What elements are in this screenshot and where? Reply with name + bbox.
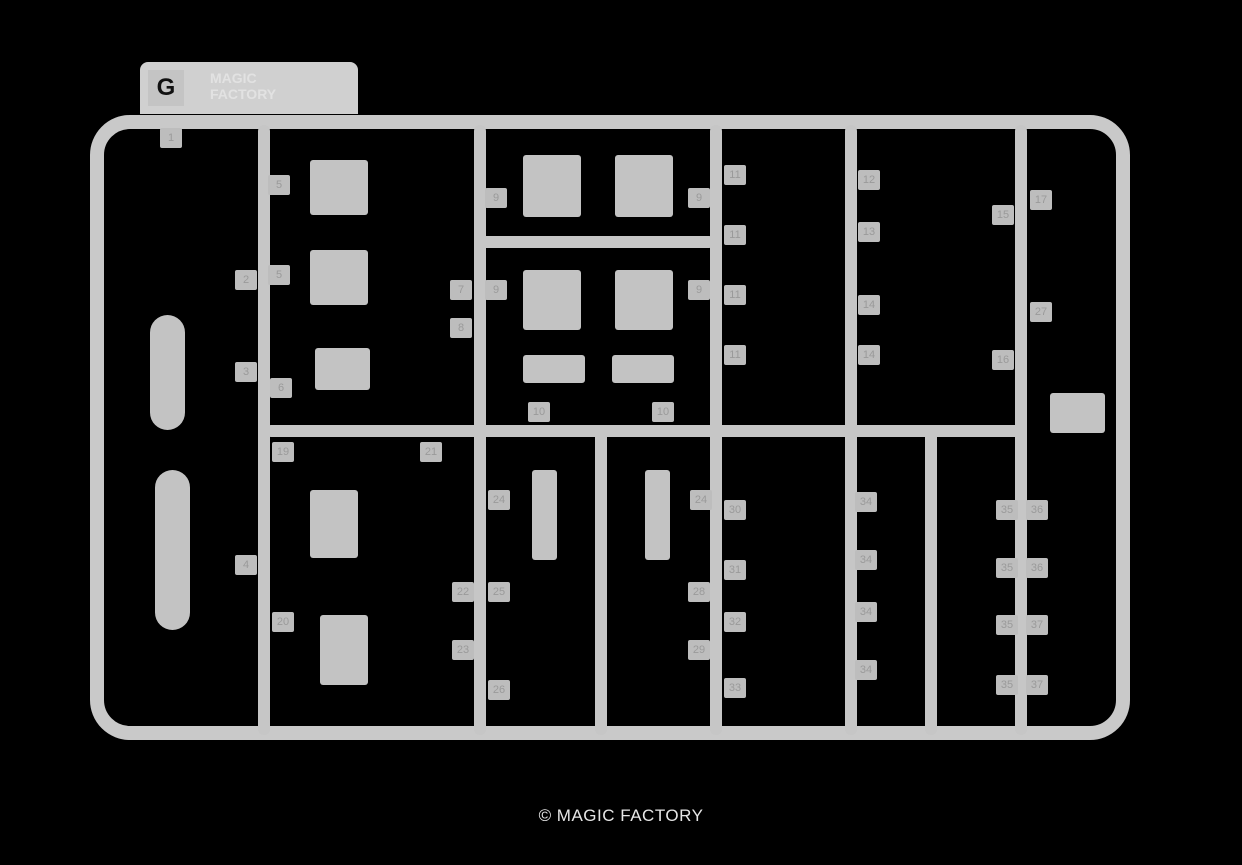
part: [310, 490, 358, 558]
sprue-frame: [90, 115, 1130, 740]
part-number: 34: [855, 660, 877, 680]
part-number: 9: [485, 280, 507, 300]
part-number: 9: [688, 188, 710, 208]
part-number: 25: [488, 582, 510, 602]
part: [612, 355, 674, 383]
part-number: 34: [855, 550, 877, 570]
part-number: 2: [235, 270, 257, 290]
part-number: 11: [724, 225, 746, 245]
part-number: 13: [858, 222, 880, 242]
part-number: 14: [858, 345, 880, 365]
part-number: 35: [996, 615, 1018, 635]
part-number: 34: [855, 492, 877, 512]
part-number: 11: [724, 345, 746, 365]
sprue-tab: G MAGIC FACTORY: [140, 62, 358, 114]
part-number: 10: [652, 402, 674, 422]
part-number: 22: [452, 582, 474, 602]
part-number: 11: [724, 285, 746, 305]
part: [315, 348, 370, 390]
part: [615, 155, 673, 217]
part-number: 37: [1026, 675, 1048, 695]
part: [523, 355, 585, 383]
part-number: 30: [724, 500, 746, 520]
part-number: 27: [1030, 302, 1052, 322]
part-number: 14: [858, 295, 880, 315]
part-number: 32: [724, 612, 746, 632]
part: [615, 270, 673, 330]
runner: [265, 425, 1025, 437]
part: [523, 155, 581, 217]
part-number: 26: [488, 680, 510, 700]
brand-logo: MAGIC FACTORY: [210, 70, 276, 102]
part-number: 34: [855, 602, 877, 622]
part-number: 37: [1026, 615, 1048, 635]
part-number: 12: [858, 170, 880, 190]
sprue-letter: G: [148, 70, 184, 106]
runner: [925, 430, 937, 735]
part: [155, 470, 190, 630]
runner: [258, 125, 270, 735]
part: [645, 470, 670, 560]
part-number: 33: [724, 678, 746, 698]
part-number: 35: [996, 558, 1018, 578]
part-number: 4: [235, 555, 257, 575]
part: [320, 615, 368, 685]
part-number: 31: [724, 560, 746, 580]
part-number: 9: [485, 188, 507, 208]
part-number: 36: [1026, 500, 1048, 520]
part: [310, 250, 368, 305]
part: [523, 270, 581, 330]
part-number: 8: [450, 318, 472, 338]
part-number: 10: [528, 402, 550, 422]
part-number: 1: [160, 128, 182, 148]
part-number: 35: [996, 675, 1018, 695]
part-number: 5: [268, 175, 290, 195]
part-number: 23: [452, 640, 474, 660]
runner: [595, 430, 607, 735]
part-number: 6: [270, 378, 292, 398]
part-number: 36: [1026, 558, 1048, 578]
part-number: 11: [724, 165, 746, 185]
copyright-text: © MAGIC FACTORY: [538, 806, 704, 825]
part-number: 16: [992, 350, 1014, 370]
part-number: 19: [272, 442, 294, 462]
part-number: 24: [690, 490, 712, 510]
part-number: 9: [688, 280, 710, 300]
part-number: 28: [688, 582, 710, 602]
runner: [480, 236, 715, 248]
part: [532, 470, 557, 560]
part-number: 7: [450, 280, 472, 300]
part-number: 29: [688, 640, 710, 660]
part: [310, 160, 368, 215]
brand-line2: FACTORY: [210, 86, 277, 102]
part-number: 20: [272, 612, 294, 632]
part-number: 15: [992, 205, 1014, 225]
part-number: 17: [1030, 190, 1052, 210]
part-number: 24: [488, 490, 510, 510]
part: [1050, 393, 1105, 433]
brand-line1: MAGIC: [210, 70, 257, 86]
part-number: 3: [235, 362, 257, 382]
part-number: 35: [996, 500, 1018, 520]
part: [150, 315, 185, 430]
part-number: 21: [420, 442, 442, 462]
part-number: 5: [268, 265, 290, 285]
